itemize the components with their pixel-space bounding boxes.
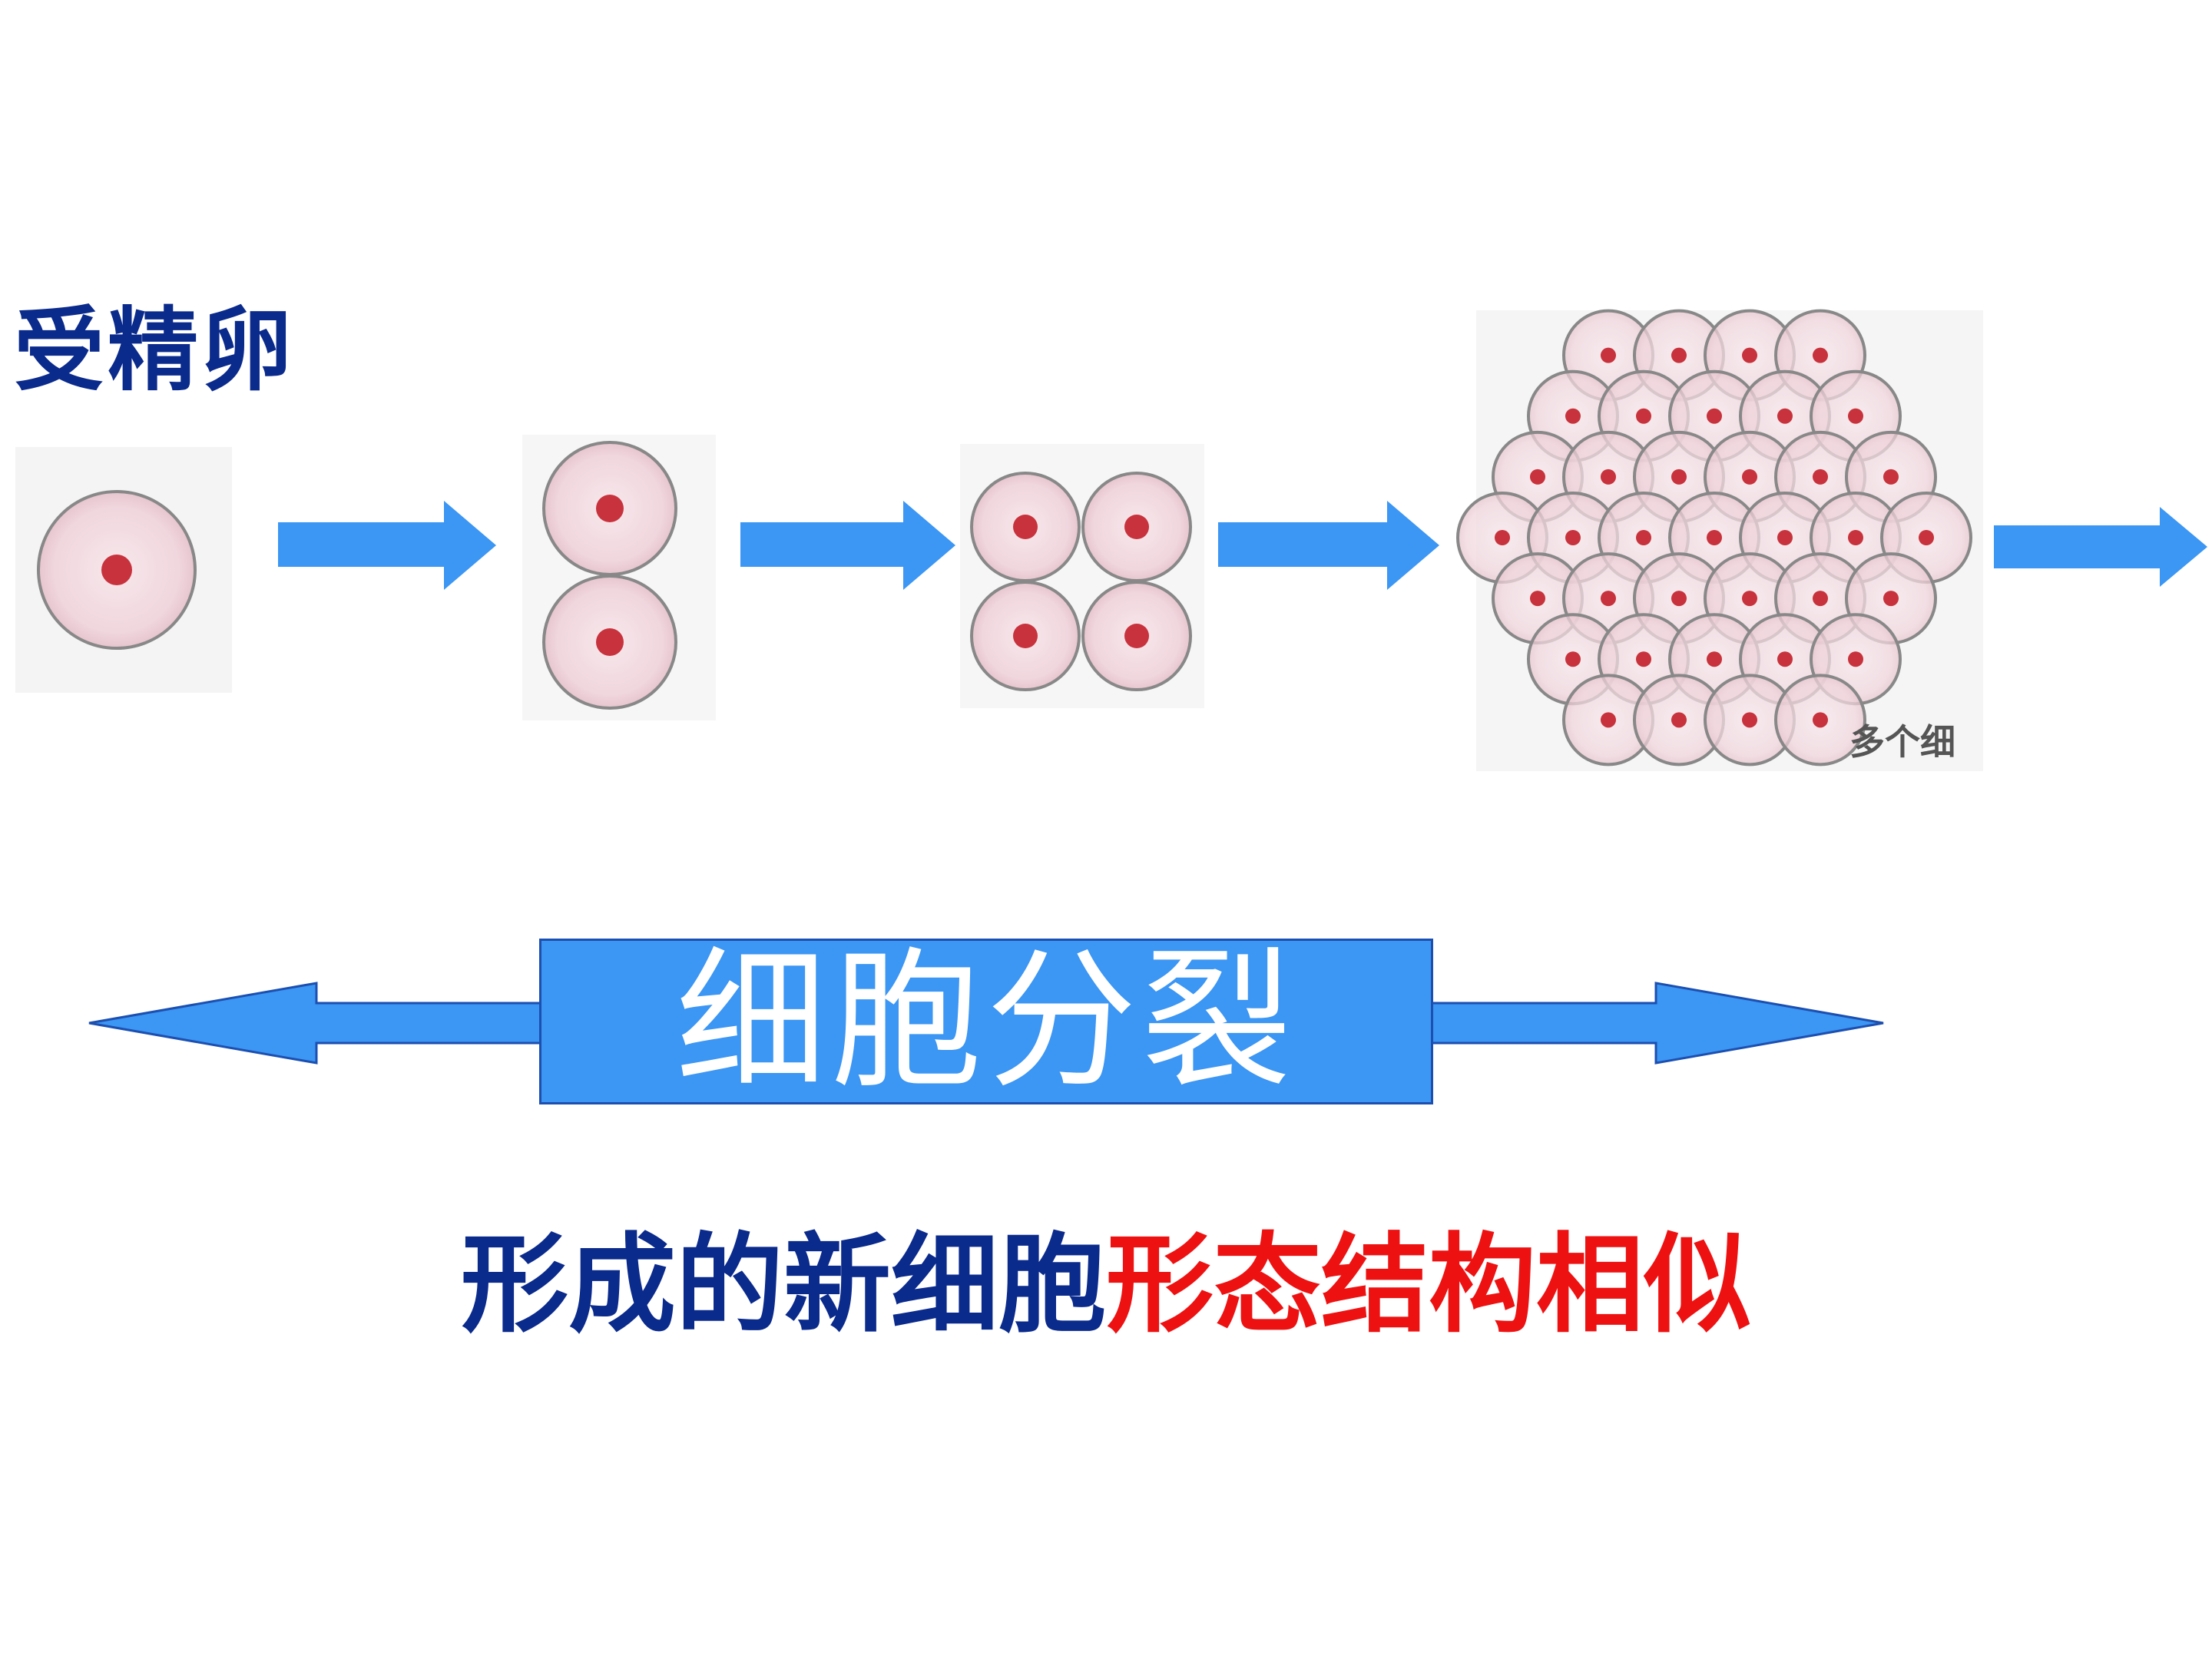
cell [970, 472, 1081, 582]
cell-nucleus [1742, 469, 1757, 485]
cell-nucleus [1124, 515, 1149, 539]
cell-division-label: 细胞分裂 [675, 934, 1296, 1109]
cell-nucleus [1013, 515, 1038, 539]
arrow-right-long [1429, 982, 1884, 1065]
cell [970, 581, 1081, 691]
cell-division-box: 细胞分裂 [539, 939, 1433, 1104]
cell-nucleus [1742, 712, 1757, 728]
stage-one-cell [37, 490, 197, 650]
cell-nucleus [1636, 651, 1651, 667]
cell [1633, 674, 1725, 767]
arrow-right-4 [1994, 507, 2207, 587]
cell-nucleus [1671, 469, 1687, 485]
cell-nucleus [1813, 591, 1828, 607]
cell [542, 575, 677, 710]
arrow-right-2 [740, 501, 955, 590]
cell-nucleus [1883, 591, 1899, 607]
cell-nucleus [1124, 624, 1149, 648]
cell-nucleus [1707, 408, 1722, 424]
conclusion-text: 形成的新细胞形态结构相似 [0, 1198, 2212, 1353]
cell-nucleus [1848, 530, 1863, 545]
conclusion-part-b: 形态结构相似 [1106, 1223, 1752, 1348]
cell-nucleus [1495, 530, 1510, 545]
cell-nucleus [1530, 591, 1545, 607]
cell-nucleus [1919, 530, 1934, 545]
cell-nucleus [1565, 530, 1581, 545]
cell-nucleus [1777, 408, 1793, 424]
cell-nucleus [1848, 651, 1863, 667]
cell-nucleus [1636, 530, 1651, 545]
stage-two-cells [542, 441, 677, 710]
cell-nucleus [1671, 591, 1687, 607]
cell-nucleus [101, 555, 132, 585]
cell-nucleus [1671, 712, 1687, 728]
cell-nucleus [1777, 651, 1793, 667]
cell-nucleus [1530, 469, 1545, 485]
cell-nucleus [1883, 469, 1899, 485]
conclusion-part-a: 形成的新细胞 [460, 1223, 1106, 1348]
cell-nucleus [1565, 408, 1581, 424]
cell [542, 441, 677, 576]
arrow-right-3 [1218, 501, 1439, 590]
cell [1081, 472, 1192, 582]
cell [37, 490, 197, 650]
cell-nucleus [1636, 408, 1651, 424]
cell-nucleus [1813, 469, 1828, 485]
cluster-caption: 多个细 [1849, 721, 1955, 763]
cell-nucleus [1601, 591, 1616, 607]
arrow-left-long [88, 982, 544, 1065]
cell-nucleus [1707, 530, 1722, 545]
cell [1081, 581, 1192, 691]
cell-nucleus [1565, 651, 1581, 667]
cell-nucleus [596, 495, 624, 522]
arrow-right-1 [278, 501, 496, 590]
cell-nucleus [596, 628, 624, 656]
cell-nucleus [1742, 591, 1757, 607]
cell-nucleus [1813, 347, 1828, 363]
cell-nucleus [1601, 712, 1616, 728]
cell-nucleus [1601, 469, 1616, 485]
cell-nucleus [1742, 347, 1757, 363]
cell-nucleus [1848, 408, 1863, 424]
cell-nucleus [1013, 624, 1038, 648]
cell-nucleus [1601, 347, 1616, 363]
fertilized-egg-label: 受精卵 [14, 296, 296, 403]
cell-nucleus [1813, 712, 1828, 728]
cell [1774, 674, 1866, 767]
stage-four-cells [970, 472, 1192, 691]
cell-nucleus [1707, 651, 1722, 667]
cell-nucleus [1671, 347, 1687, 363]
cell-nucleus [1777, 530, 1793, 545]
stage-many-cells [1456, 309, 1972, 767]
